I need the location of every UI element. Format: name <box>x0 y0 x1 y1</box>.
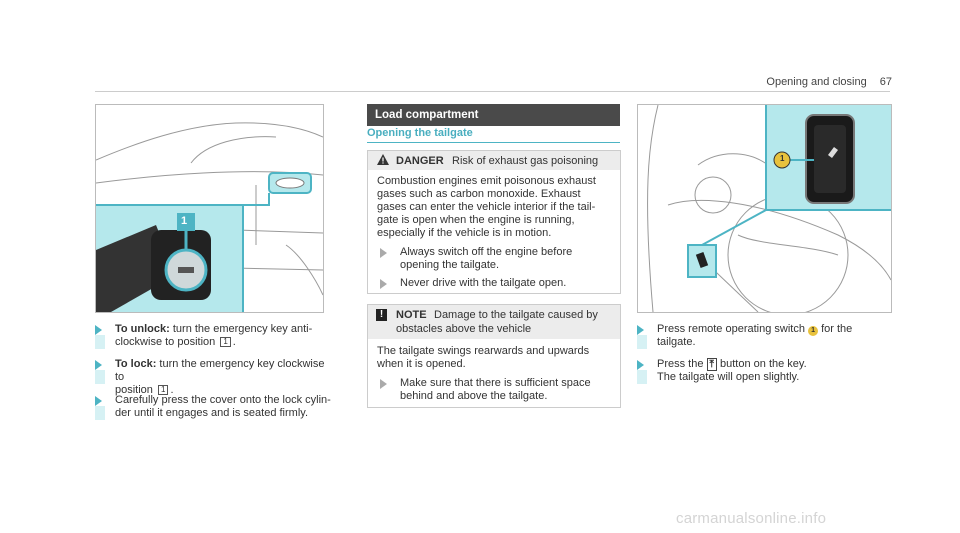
bullet-text: Make sure that there is sufficient space… <box>400 377 615 403</box>
bullet-arrow-icon <box>380 379 387 389</box>
bullet-arrow-icon <box>95 360 102 370</box>
step-text: Carefully press the cover onto the lock … <box>115 394 335 420</box>
watermark: carmanualsonline.info <box>676 510 827 527</box>
tailgate-button-icon: ⤒ <box>706 358 717 371</box>
section-name: Opening and closing <box>766 76 867 88</box>
bullet-arrow-icon <box>95 325 102 335</box>
danger-line: gate is open when the engine is running, <box>377 214 575 226</box>
step-text-b: for the <box>818 323 853 335</box>
bullet-line: Make sure that there is sufficient space <box>400 377 591 389</box>
step-bar <box>95 370 105 384</box>
page-number: 67 <box>879 76 892 88</box>
step-bar <box>637 370 647 384</box>
step-bar <box>95 335 105 349</box>
right-steps: Press remote operating switch 1 for the … <box>637 323 890 393</box>
warning-triangle-icon <box>377 154 389 165</box>
step-lead: To unlock: <box>115 323 170 335</box>
callout-label: 1 <box>181 215 188 227</box>
danger-bullet: Never drive with the tailgate open. <box>380 277 615 291</box>
note-body: The tailgate swings rearwards and upward… <box>377 345 589 371</box>
bullet-text: Always switch off the engine before open… <box>400 246 615 272</box>
bullet-line: opening the tailgate. <box>400 259 500 271</box>
bullet-line: behind and above the tailgate. <box>400 390 548 402</box>
left-steps: To unlock: turn the emergency key anti- … <box>95 323 335 423</box>
step-text-c: tailgate. <box>657 336 696 348</box>
danger-bullet: Always switch off the engine before open… <box>380 246 615 276</box>
illustration-door-lock: 1 <box>95 104 324 313</box>
step-text-b: der until it engages and is seated firml… <box>115 407 309 419</box>
step-text-a: turn the emergency key clockwise to <box>115 358 325 383</box>
bullet-arrow-icon <box>380 279 387 289</box>
danger-heading: Risk of exhaust gas poisoning <box>452 155 599 167</box>
exclamation-icon: ! <box>376 309 387 321</box>
callout-label: 1 <box>780 154 785 163</box>
bullet-line: Always switch off the engine before <box>400 246 573 258</box>
subtitle-rule <box>367 142 620 143</box>
danger-box: DANGER Risk of exhaust gas poisoning Com… <box>367 150 621 294</box>
note-line: when it is opened. <box>377 358 466 370</box>
note-box: ! NOTE Damage to the tailgate caused by … <box>367 304 621 408</box>
step-text-c: The tailgate will open slightly. <box>657 371 800 383</box>
step-text-a: turn the emergency key anti- <box>169 323 313 335</box>
danger-line: gases can enter the vehicle interior if … <box>377 201 596 213</box>
danger-line: especially if the vehicle is in motion. <box>377 227 552 239</box>
note-bullet: Make sure that there is sufficient space… <box>380 377 615 407</box>
bullet-arrow-icon <box>95 396 102 406</box>
step-text: Press remote operating switch 1 for the … <box>657 323 890 349</box>
section-subtitle: Opening the tailgate <box>367 127 473 139</box>
bullet-arrow-icon <box>637 360 644 370</box>
step-text-b: button on the key. <box>716 358 807 370</box>
step-text-a: Press the <box>657 358 707 370</box>
step-text-b: clockwise to position <box>115 336 219 348</box>
note-heading: obstacles above the vehicle <box>396 323 532 335</box>
bullet-arrow-icon <box>637 325 644 335</box>
danger-line: gases such as carbon monoxide. Exhaust <box>377 188 581 200</box>
note-header: ! NOTE Damage to the tailgate caused by … <box>368 305 620 339</box>
dashboard-switch-drawing <box>647 105 891 312</box>
note-line: The tailgate swings rearwards and upward… <box>377 345 590 357</box>
step-text-a: Press remote operating switch <box>657 323 809 335</box>
step-text: To lock: turn the emergency key clockwis… <box>115 358 335 397</box>
callout-badge: 1 <box>808 326 819 336</box>
page-header: Opening and closing 67 <box>766 76 892 88</box>
header-rule <box>95 91 890 92</box>
step-text-b: position <box>115 384 156 396</box>
note-heading: Damage to the tailgate caused by <box>434 309 598 321</box>
step-bar <box>95 406 105 420</box>
position-number: 1 <box>157 385 169 395</box>
step-lead: To lock: <box>115 358 157 370</box>
position-number: 1 <box>220 337 231 347</box>
car-door-lock-drawing <box>96 122 323 312</box>
step-text-a: Carefully press the cover onto the lock … <box>115 394 331 406</box>
illustration-dashboard-switch: 1 <box>637 104 892 313</box>
bullet-text: Never drive with the tailgate open. <box>400 277 567 289</box>
note-label: NOTE <box>396 309 427 321</box>
step-text: To unlock: turn the emergency key anti- … <box>115 323 335 349</box>
danger-line: Combustion engines emit poisonous exhaus… <box>377 175 596 187</box>
danger-header: DANGER Risk of exhaust gas poisoning <box>368 151 620 170</box>
bullet-arrow-icon <box>380 248 387 258</box>
step-text-c: . <box>232 336 236 348</box>
section-title-bar: Load compartment <box>367 104 620 126</box>
step-bar <box>637 335 647 349</box>
danger-body: Combustion engines emit poisonous exhaus… <box>377 175 596 240</box>
step-text-c: . <box>170 384 174 396</box>
step-text: Press the ⤒ button on the key. The tailg… <box>657 358 890 384</box>
danger-label: DANGER <box>396 155 444 167</box>
